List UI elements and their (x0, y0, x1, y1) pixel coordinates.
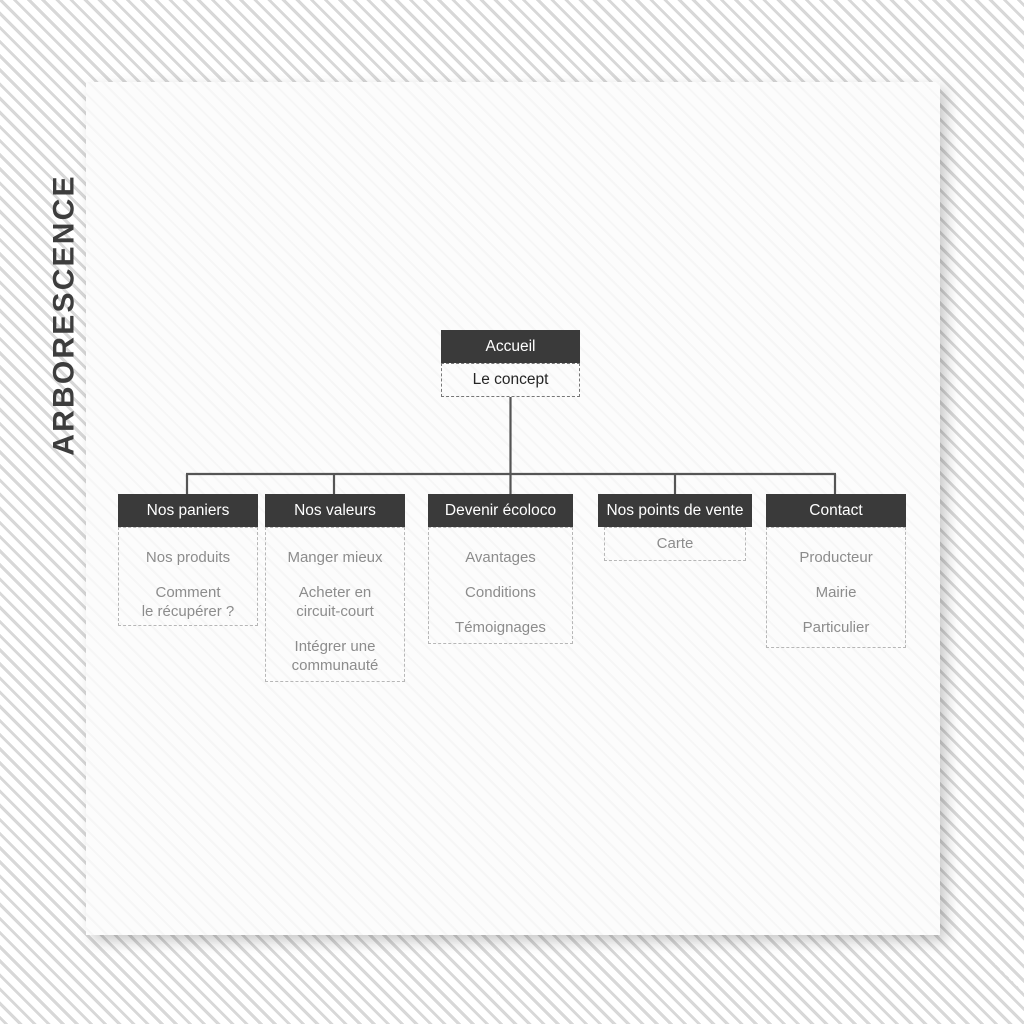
sub-item[interactable]: Avantages (465, 549, 536, 566)
sub-item[interactable]: Mairie (815, 584, 857, 601)
node-root-header[interactable]: Accueil (441, 330, 580, 363)
node-body: Avantages Conditions Témoignages (428, 527, 573, 644)
sub-item[interactable]: Particulier (802, 619, 870, 636)
node-root[interactable]: Accueil Le concept (441, 330, 580, 397)
node-body: Carte (604, 527, 746, 561)
sub-item[interactable]: Manger mieux (287, 549, 383, 566)
node-branch-devenir-ecoloco[interactable]: Devenir écoloco Avantages Conditions Tém… (428, 494, 573, 644)
sub-item[interactable]: Conditions (465, 584, 536, 601)
node-branch-contact[interactable]: Contact Producteur Mairie Particulier (766, 494, 906, 648)
section-title-text: ARBORESCENCE (48, 174, 81, 456)
sub-item[interactable]: Producteur (799, 549, 873, 566)
section-title-vertical: ARBORESCENCE (40, 150, 90, 480)
node-root-subitem[interactable]: Le concept (441, 363, 580, 397)
node-header[interactable]: Nos paniers (118, 494, 258, 527)
sub-item[interactable]: Carte (656, 535, 694, 552)
node-branch-nos-points-de-vente[interactable]: Nos points de vente Carte (598, 494, 752, 561)
node-header[interactable]: Nos points de vente (598, 494, 752, 527)
node-header[interactable]: Contact (766, 494, 906, 527)
node-body: Producteur Mairie Particulier (766, 527, 906, 648)
sub-item[interactable]: Nos produits (145, 549, 231, 566)
node-header[interactable]: Nos valeurs (265, 494, 405, 527)
node-header[interactable]: Devenir écoloco (428, 494, 573, 527)
sub-item[interactable]: Témoignages (455, 619, 546, 636)
